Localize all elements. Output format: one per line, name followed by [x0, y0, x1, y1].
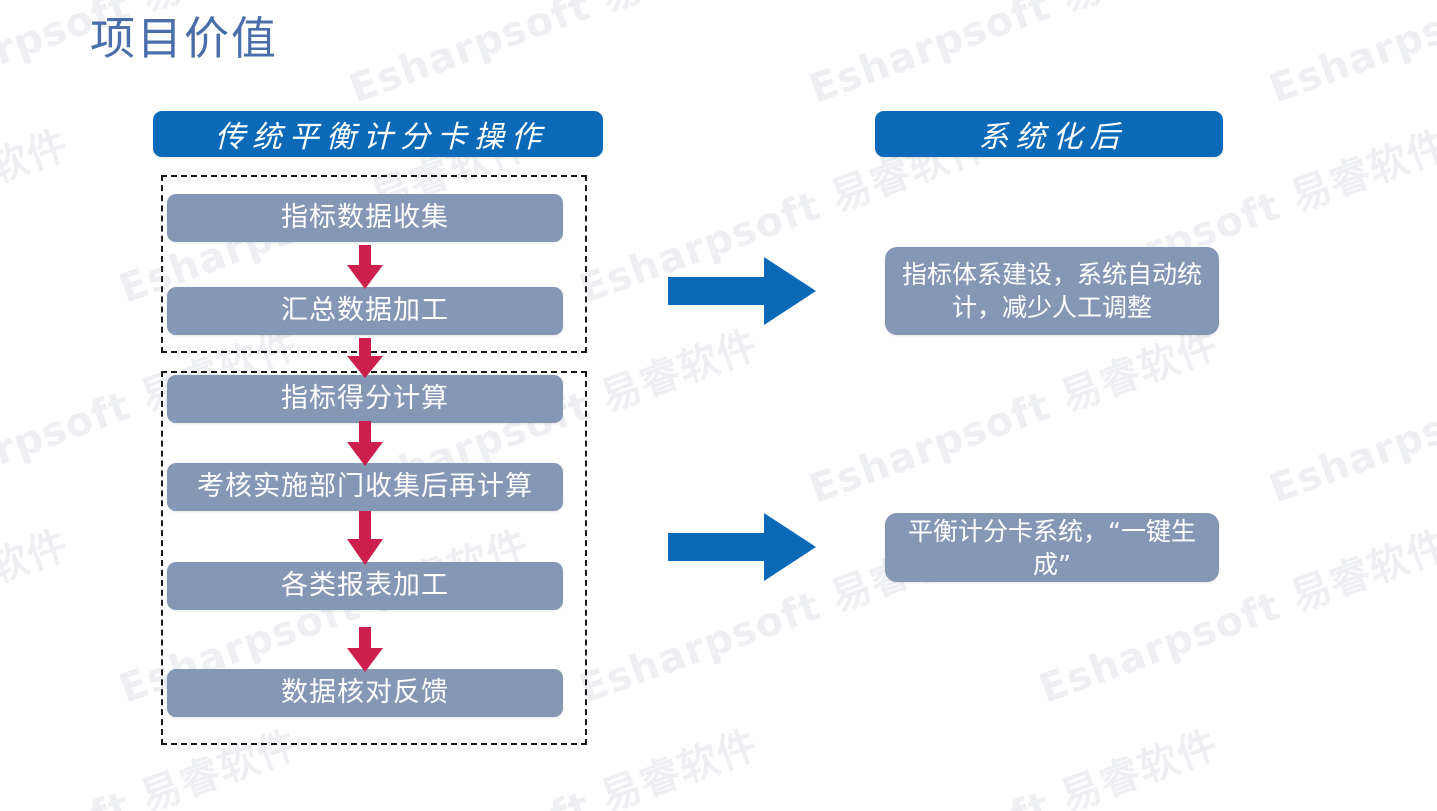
result-box-indicator-system-automation: 指标体系建设，系统自动统计，减少人工调整 — [885, 247, 1219, 335]
page-title: 项目价值 — [90, 12, 279, 65]
process-box-report-processing: 各类报表加工 — [167, 562, 563, 610]
watermark-text: Esharpsoft 易睿软件 — [0, 521, 75, 713]
watermark-text: Esharpsoft 易睿软件 — [800, 712, 1226, 811]
down-arrow-icon — [347, 421, 383, 466]
right-block-arrow-icon — [668, 513, 816, 581]
watermark-text: Esharpsoft 易睿软件 — [0, 121, 75, 313]
heading-after-systemization: 系统化后 — [875, 111, 1223, 157]
down-arrow-icon — [347, 338, 383, 378]
watermark-text: Esharpsoft 易睿软件 — [1263, 322, 1437, 513]
process-box-department-recollect-recalculate: 考核实施部门收集后再计算 — [167, 463, 563, 511]
process-box-indicator-score-calculation: 指标得分计算 — [167, 375, 563, 423]
process-box-indicator-data-collection: 指标数据收集 — [167, 194, 563, 242]
down-arrow-icon — [347, 245, 383, 289]
dashed-group-score-computation — [161, 371, 587, 745]
process-box-aggregate-data-processing: 汇总数据加工 — [167, 287, 563, 335]
watermark-text: Esharpsoft 易睿软件 — [803, 0, 1225, 113]
watermark-text: Esharpsoft 易睿软件 — [1263, 0, 1437, 113]
result-box-bsc-one-click-generation: 平衡计分卡系统，“一键生成” — [885, 513, 1219, 582]
heading-before-systemization: 传统平衡计分卡操作 — [153, 111, 603, 157]
watermark-text: Esharpsoft 易睿软件 — [1260, 712, 1437, 811]
watermark-text: Esharpsoft 易睿软件 — [803, 321, 1225, 513]
down-arrow-icon — [347, 627, 383, 672]
watermark-text: Esharpsoft 易睿软件 — [343, 0, 765, 113]
dashed-group-data-collection — [161, 175, 587, 353]
right-block-arrow-icon — [668, 257, 816, 325]
down-arrow-icon — [347, 511, 383, 565]
process-box-data-verification-feedback: 数据核对反馈 — [167, 669, 563, 717]
